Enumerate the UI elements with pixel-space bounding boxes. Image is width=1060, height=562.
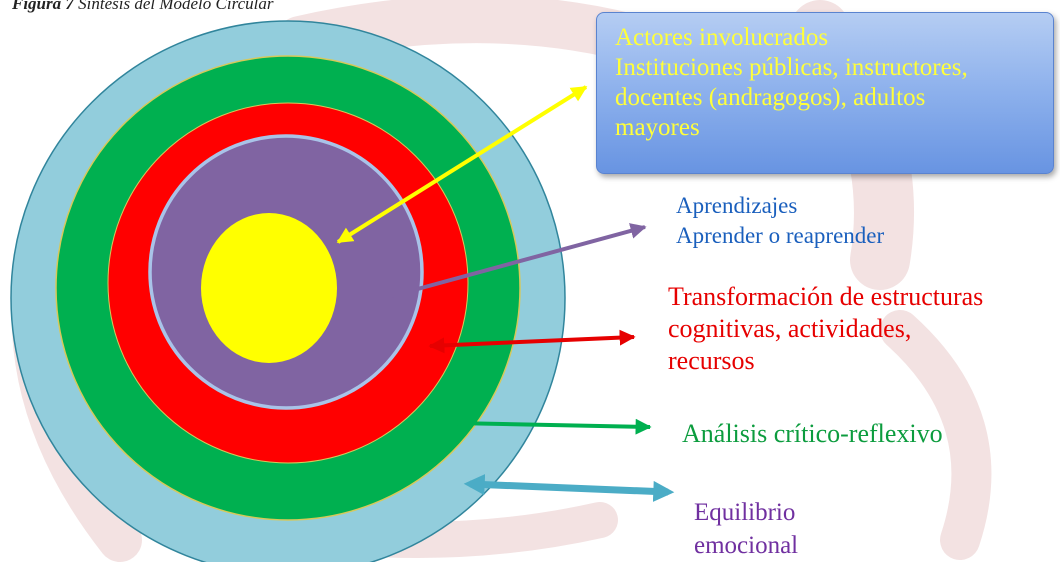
transformation-label-line: cognitivas, actividades, [668,314,912,343]
callout-line: Actores involucrados [615,24,829,51]
callout-line: mayores [615,114,700,141]
figure-title: Síntesis del Modelo Circular [78,0,274,13]
arrow-balance [463,474,675,502]
learning-label: Aprendizajes Aprender o reaprender [676,191,884,251]
callout-line: Instituciones públicas, instructores, [615,54,968,81]
learning-label-line: Aprender o reaprender [676,223,885,248]
actors-callout-box: Actores involucrados Instituciones públi… [596,12,1054,174]
transformation-label-line: recursos [668,346,755,375]
arrow-learning [390,223,647,300]
learning-label-line: Aprendizajes [676,193,798,218]
transformation-label: Transformación de estructuras cognitivas… [668,281,983,377]
arrow-actors [336,85,588,244]
balance-label: Equilibrio emocional [694,496,798,562]
callout-line: docentes (andragogos), adultos [615,84,926,111]
figure-label: Figura 7 [12,0,74,13]
arrow-transformation [428,329,636,354]
balance-label-line: emocional [694,532,799,559]
transformation-label-line: Transformación de estructuras [668,282,984,311]
analysis-label: Análisis crítico-reflexivo [682,419,943,448]
balance-label-line: Equilibrio [694,499,796,526]
arrow-analysis [452,415,652,435]
core-circle [201,213,337,363]
figure-caption: Figura 7 Síntesis del Modelo Circular [12,0,273,14]
